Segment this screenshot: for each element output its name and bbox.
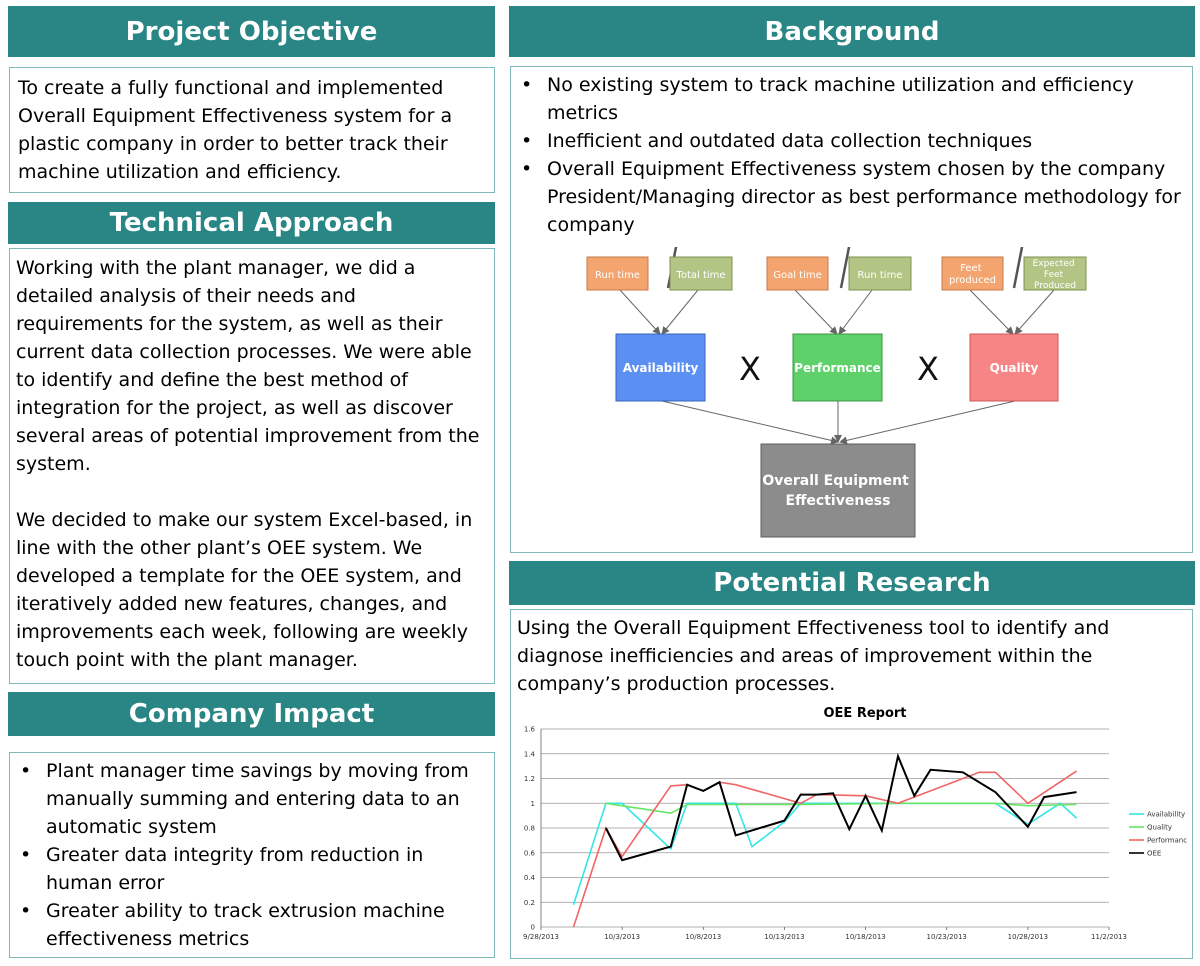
goal-time-label: Goal time <box>773 270 822 281</box>
x-tick-label: 9/28/2013 <box>523 933 559 941</box>
y-tick-label: 1.4 <box>524 750 536 758</box>
potential-research-box: Using the Overall Equipment Effectivenes… <box>510 609 1193 959</box>
y-tick-label: 0.6 <box>524 849 536 857</box>
performance-label: Performance <box>794 361 881 375</box>
legend-label: Performance <box>1147 837 1187 845</box>
background-box: No existing system to track machine util… <box>510 66 1193 553</box>
company-impact-header: Company Impact <box>8 692 495 736</box>
quality-label: Quality <box>990 361 1039 375</box>
expected-feet-box: Expected Feet Produced <box>1023 256 1087 291</box>
technical-paragraph-1: Working with the plant manager, we did a… <box>16 257 480 475</box>
research-text: Using the Overall Equipment Effectivenes… <box>517 617 1110 695</box>
multiply-sign: X <box>739 350 761 388</box>
feet-produced-label: Feet produced <box>949 263 996 286</box>
quality-box: Quality <box>969 333 1059 402</box>
background-list: No existing system to track machine util… <box>517 71 1186 239</box>
technical-approach-header: Technical Approach <box>8 202 495 244</box>
run-time-box-2: Run time <box>848 256 912 291</box>
project-objective-box: To create a fully functional and impleme… <box>9 67 495 193</box>
run-time-box: Run time <box>586 256 649 291</box>
background-item: No existing system to track machine util… <box>517 71 1186 127</box>
availability-box: Availability <box>615 333 706 402</box>
expected-feet-label: Expected Feet Produced <box>1033 259 1078 291</box>
chart-title: OEE Report <box>823 706 906 721</box>
series-line-quality <box>605 802 1077 815</box>
background-item: Inefficient and outdated data collection… <box>517 127 1186 155</box>
y-tick-label: 1.2 <box>524 775 535 783</box>
objective-text: To create a fully functional and impleme… <box>18 77 453 183</box>
project-objective-header: Project Objective <box>8 6 495 57</box>
y-tick-label: 1 <box>531 800 535 808</box>
run-time-label: Run time <box>595 270 640 281</box>
legend-label: Quality <box>1147 824 1172 832</box>
x-tick-label: 10/8/2013 <box>685 933 721 941</box>
y-tick-label: 0.4 <box>524 874 536 882</box>
impact-item: Plant manager time savings by moving fro… <box>16 757 488 841</box>
oee-result-box: Overall Equipment Effectiveness <box>760 443 916 538</box>
oee-formula-diagram: Run time Total time Goal time Run time F… <box>586 247 1087 538</box>
multiply-sign: X <box>917 350 939 388</box>
technical-paragraph-2: We decided to make our system Excel-base… <box>16 509 473 671</box>
impact-item: Greater data integrity from reduction in… <box>16 841 488 897</box>
technical-approach-box: Working with the plant manager, we did a… <box>9 248 495 684</box>
series-line-performance <box>572 770 1077 928</box>
x-tick-label: 10/13/2013 <box>764 933 804 941</box>
run-time-label-2: Run time <box>858 270 903 281</box>
x-tick-label: 10/23/2013 <box>927 933 967 941</box>
total-time-label: Total time <box>675 270 725 281</box>
background-item: Overall Equipment Effectiveness system c… <box>517 155 1186 239</box>
x-tick-label: 10/28/2013 <box>1008 933 1048 941</box>
y-tick-label: 0.8 <box>524 825 535 833</box>
oee-result-label: Overall Equipment Effectiveness <box>762 473 913 509</box>
oee-report-chart: OEE Report 0 0.2 0.4 0.6 0.8 1 1.2 1.4 1.6 9/28/20… <box>523 706 1187 941</box>
company-impact-box: Plant manager time savings by moving fro… <box>9 752 495 958</box>
legend-label: OEE <box>1147 850 1161 858</box>
y-tick-label: 0 <box>531 924 535 932</box>
y-tick-label: 1.6 <box>524 726 536 734</box>
impact-item: Greater ability to track extrusion machi… <box>16 897 488 953</box>
total-time-box: Total time <box>669 256 733 291</box>
series-line-oee <box>605 752 1077 862</box>
legend-label: Availability <box>1147 811 1185 819</box>
goal-time-box: Goal time <box>766 256 829 291</box>
background-header: Background <box>509 6 1195 57</box>
x-tick-label: 10/18/2013 <box>845 933 885 941</box>
potential-research-header: Potential Research <box>509 561 1195 605</box>
impact-list: Plant manager time savings by moving fro… <box>16 757 488 953</box>
availability-label: Availability <box>623 361 699 375</box>
x-tick-label: 10/3/2013 <box>604 933 640 941</box>
feet-produced-box: Feet produced <box>941 256 1004 291</box>
y-tick-label: 0.2 <box>524 899 535 907</box>
x-tick-label: 11/2/2013 <box>1091 933 1127 941</box>
performance-box: Performance <box>792 333 883 402</box>
